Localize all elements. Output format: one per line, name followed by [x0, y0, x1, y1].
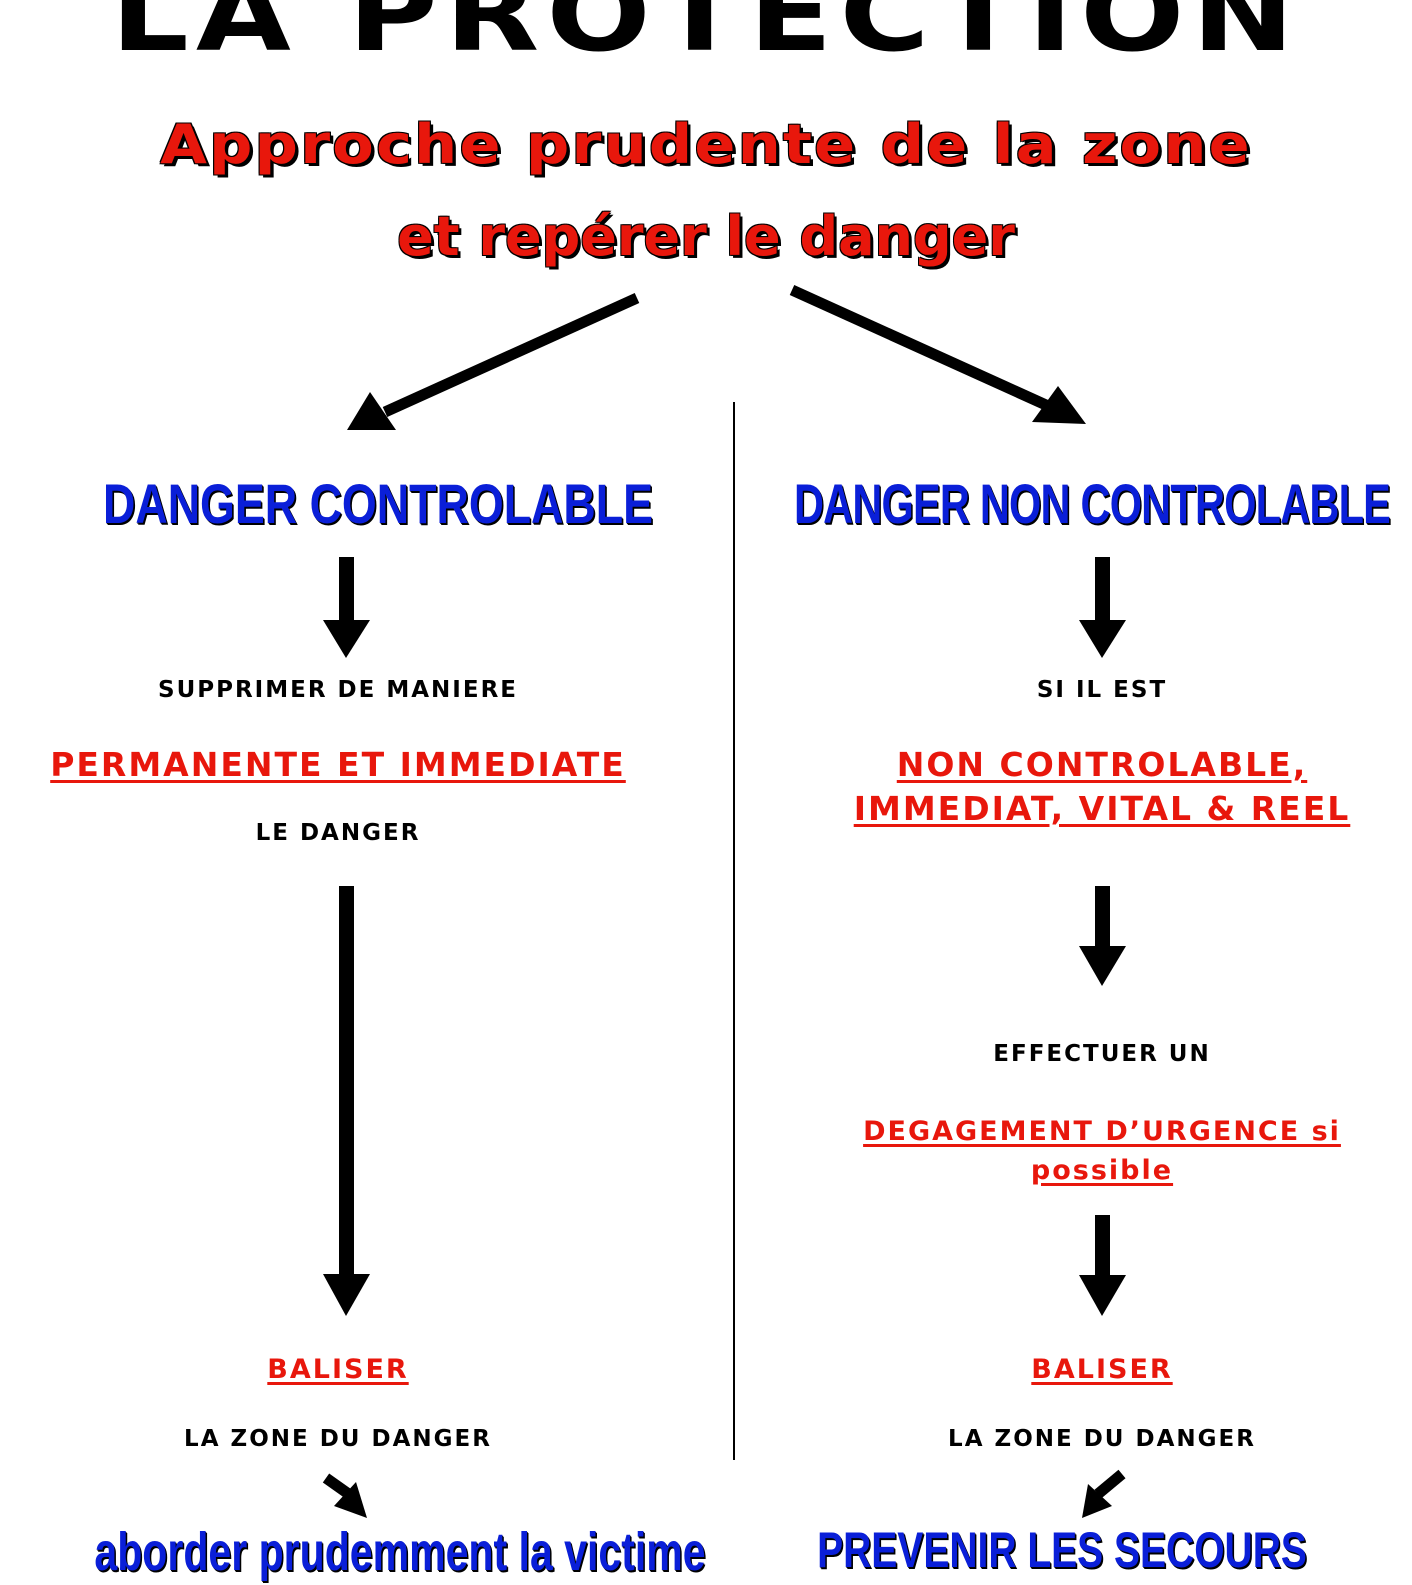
branch-title-non-controlable: DANGER NON CONTROLABLE — [793, 472, 1391, 535]
arrow-down-right-2 — [1079, 886, 1126, 986]
right-condition-emphasis-1: NON CONTROLABLE, — [896, 745, 1308, 784]
left-final-action: aborder prudemment la victime — [94, 1522, 706, 1582]
arrow-small-right — [1082, 1469, 1126, 1518]
arrow-to-non-controlable — [789, 284, 1086, 424]
right-condition-emphasis-2: IMMEDIAT, VITAL & REEL — [853, 789, 1351, 828]
arrow-to-controlable — [347, 292, 640, 430]
right-action-emphasis-1: DEGAGEMENT D’URGENCE si — [863, 1116, 1341, 1147]
intro-line-1: Approche prudente de la zone — [160, 113, 1252, 176]
arrow-down-left-long — [323, 886, 370, 1316]
right-final-action: PREVENIR LES SECOURS — [817, 1522, 1307, 1578]
right-condition-text: SI IL EST — [1036, 677, 1168, 703]
arrow-down-right-1 — [1079, 557, 1126, 658]
right-baliser: BALISER — [1031, 1354, 1173, 1385]
left-step-text: SUPPRIMER DE MANIERE — [158, 677, 518, 703]
intro-line-2: et repérer le danger — [397, 205, 1015, 268]
left-step-end: LE DANGER — [255, 820, 421, 846]
main-title: LA PROTECTION — [110, 0, 1302, 75]
arrow-small-left — [322, 1473, 367, 1518]
branch-title-controlable: DANGER CONTROLABLE — [102, 472, 654, 535]
left-baliser: BALISER — [267, 1354, 409, 1385]
left-zone-text: LA ZONE DU DANGER — [184, 1426, 492, 1452]
right-action-text: EFFECTUER UN — [993, 1041, 1211, 1067]
arrow-down-left-1 — [323, 557, 370, 658]
arrow-down-right-3 — [1079, 1215, 1126, 1316]
left-step-emphasis: PERMANENTE ET IMMEDIATE — [50, 745, 626, 784]
right-zone-text: LA ZONE DU DANGER — [948, 1426, 1256, 1452]
right-action-emphasis-2: possible — [1030, 1155, 1174, 1186]
